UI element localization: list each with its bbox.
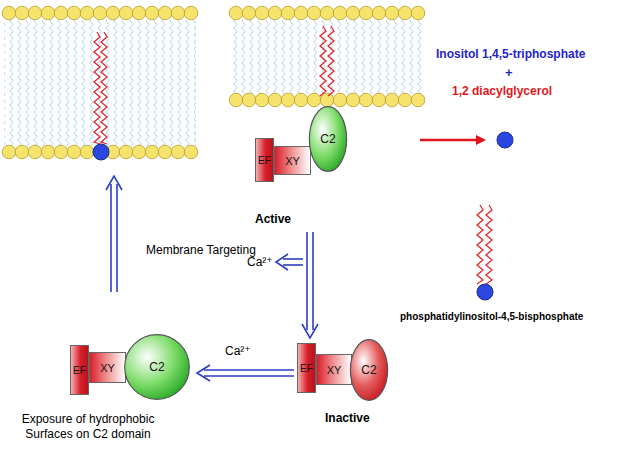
lipid-tails bbox=[232, 20, 422, 94]
ef-domain: EF bbox=[297, 343, 316, 393]
lipid-tail bbox=[486, 205, 492, 284]
hydrolysis-arrow bbox=[420, 139, 484, 142]
xy-domain: XY bbox=[274, 146, 311, 175]
domain-label: C2 bbox=[320, 132, 335, 146]
ef-domain: EF bbox=[255, 138, 274, 182]
lipid-tail bbox=[94, 32, 100, 144]
inositol-head bbox=[93, 144, 109, 160]
product-label: 1,2 diacylglycerol bbox=[452, 84, 552, 99]
lipid-tail bbox=[320, 26, 326, 96]
domain-label: C2 bbox=[361, 363, 376, 377]
state-label: Active bbox=[255, 212, 291, 227]
lipid-tail bbox=[477, 205, 483, 284]
xy-domain: XY bbox=[89, 352, 126, 383]
caption-note: Exposure of hydrophobic Surfaces on C2 d… bbox=[4, 412, 172, 442]
membrane-heads bbox=[229, 6, 425, 107]
step-label: Membrane Targeting bbox=[146, 243, 256, 258]
substrate-label: phosphatidylinositol-4,5-bisphosphate bbox=[400, 311, 583, 324]
lipid-tail bbox=[328, 26, 334, 96]
state-label: Inactive bbox=[325, 411, 370, 426]
ip3-head bbox=[497, 132, 513, 148]
domain-label: XY bbox=[100, 362, 115, 374]
membrane-heads bbox=[2, 6, 198, 159]
xy-domain: XY bbox=[316, 354, 352, 385]
ion-label: Ca²⁺ bbox=[225, 344, 251, 359]
lipid-tails bbox=[4, 20, 196, 146]
lipid-tail bbox=[101, 32, 107, 144]
c2-domain: C2 bbox=[350, 339, 388, 401]
domain-label: EF bbox=[300, 363, 313, 374]
ef-domain: EF bbox=[70, 345, 89, 395]
pip2-head bbox=[477, 284, 493, 300]
ion-label: Ca²⁺ bbox=[247, 255, 273, 270]
domain-label: XY bbox=[327, 364, 342, 376]
domain-label: EF bbox=[258, 155, 271, 166]
c2-domain: C2 bbox=[124, 334, 190, 400]
c2-domain: C2 bbox=[309, 106, 347, 172]
domain-label: C2 bbox=[149, 360, 164, 374]
domain-label: XY bbox=[285, 155, 300, 167]
product-label: Inositol 1,4,5-triphosphate bbox=[436, 47, 585, 62]
plus-sign: + bbox=[505, 65, 513, 81]
domain-label: EF bbox=[73, 365, 86, 376]
